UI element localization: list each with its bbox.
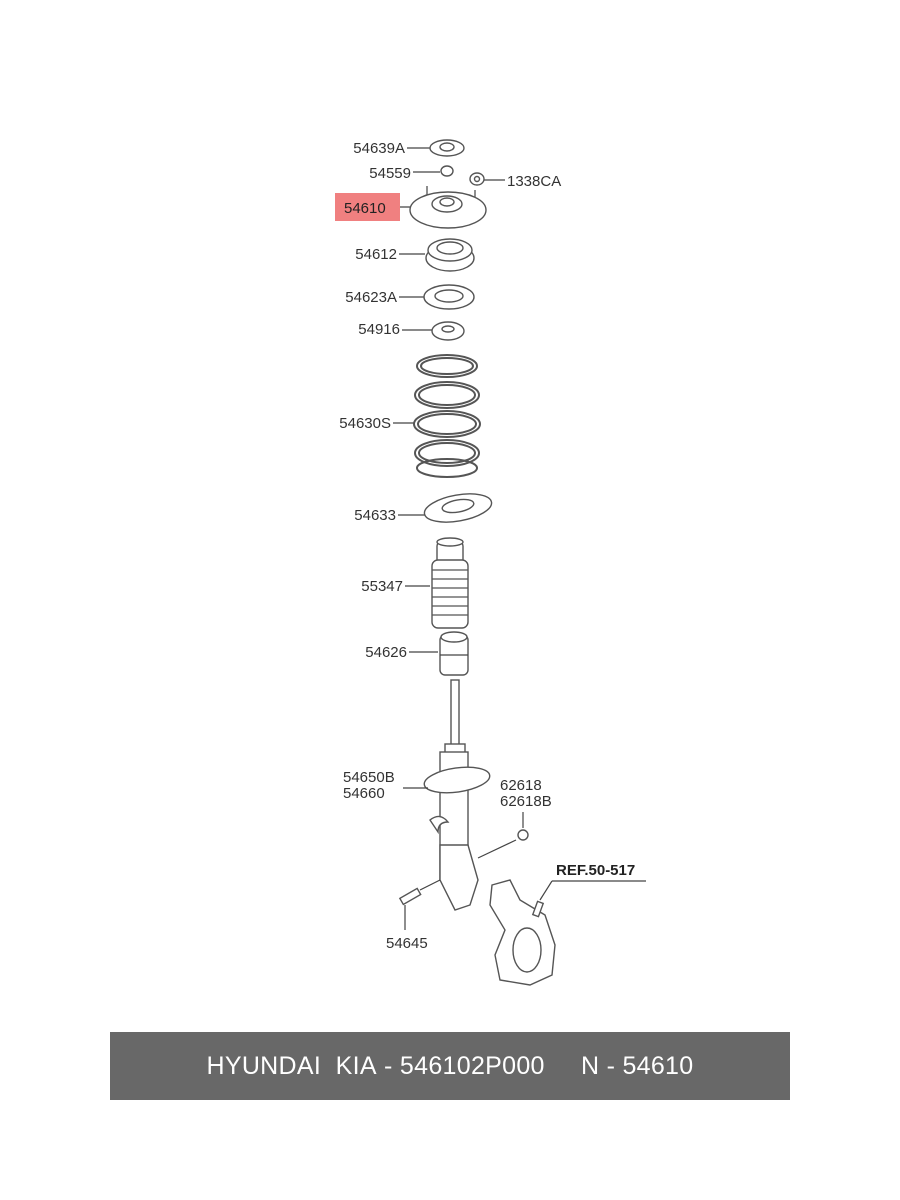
part-62618-nut	[517, 829, 529, 841]
label-54639A: 54639A	[353, 140, 405, 157]
label-54559: 54559	[369, 165, 411, 182]
highlight-54610	[335, 193, 400, 221]
brand-label: HYUNDAI KIA	[206, 1051, 377, 1080]
label-1338CA: 1338CA	[507, 173, 561, 190]
part-knuckle	[489, 879, 556, 986]
label-54633: 54633	[354, 507, 396, 524]
part-54630S-coil-spring	[413, 354, 481, 478]
part-54612-bearing	[425, 238, 475, 272]
label-54623A: 54623A	[345, 289, 397, 306]
part-55347-dust-boot	[431, 537, 469, 629]
part-54639A	[429, 139, 465, 157]
part-1338CA	[469, 172, 485, 186]
part-54633-lower-seat	[423, 493, 493, 523]
part-54623A-seat	[423, 284, 475, 310]
label-62618: 62618	[500, 777, 542, 794]
label-54916: 54916	[358, 321, 400, 338]
label-54612: 54612	[355, 246, 397, 263]
part-number: - 546102P000	[376, 1051, 545, 1080]
part-54626-bump-stop	[439, 631, 469, 676]
label-54626: 54626	[365, 644, 407, 661]
part-54610-strut-mount	[409, 186, 487, 229]
parts-diagram: 54639A 54559 1338CA 54610 54612 54623A 5…	[335, 139, 646, 986]
part-54559	[440, 165, 454, 177]
part-strut-assembly	[423, 679, 491, 911]
label-55347: 55347	[361, 578, 403, 595]
part-54645-bolt	[398, 879, 441, 906]
part-54916	[431, 321, 465, 341]
label-54630S: 54630S	[339, 415, 391, 432]
label-54660: 54660	[343, 785, 385, 802]
label-62618B: 62618B	[500, 793, 552, 810]
label-54650B: 54650B	[343, 769, 395, 786]
part-number-banner: HYUNDAI KIA - 546102P000 N - 54610	[110, 1032, 790, 1100]
oem-number: N - 54610	[544, 1051, 694, 1080]
label-ref-50-517: REF.50-517	[556, 862, 635, 879]
label-54645: 54645	[386, 935, 428, 952]
label-54610: 54610	[344, 200, 386, 217]
